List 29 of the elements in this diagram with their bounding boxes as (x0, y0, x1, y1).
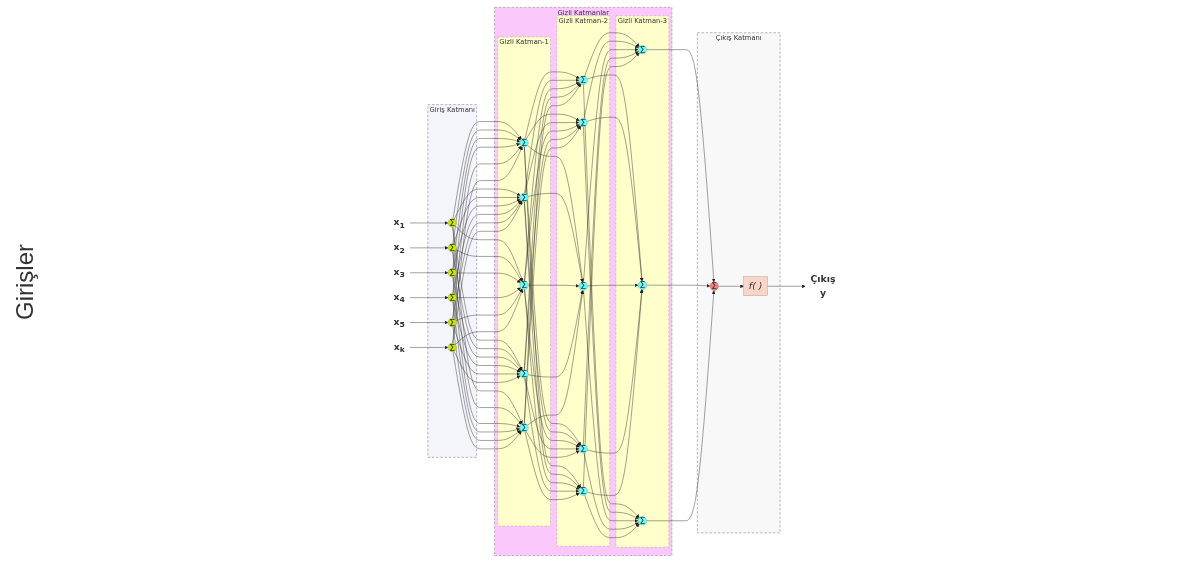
node-circle: Σ (519, 193, 529, 202)
node-circle: Σ (447, 218, 457, 228)
node-circle: Σ (578, 444, 588, 454)
node-text: x$_{1}$ (393, 216, 405, 230)
node-circle: Σ (519, 369, 529, 379)
node-circle: Σ (447, 268, 457, 278)
node-circle: Σ (637, 45, 647, 55)
node-circle: Σ (637, 516, 647, 526)
axis-label: Girişler (11, 243, 39, 320)
node-text: x$_{4}$ (393, 291, 405, 304)
node-text: x$_{2}$ (393, 241, 405, 255)
node-circle: Σ (447, 243, 457, 253)
node-text: x$_{k}$ (393, 341, 405, 354)
node-circle: Σ (519, 423, 529, 433)
node-circle: Σ (447, 293, 457, 303)
node-circle: Σ (709, 281, 719, 291)
node-circle: Σ (578, 486, 588, 496)
node-circle: Σ (447, 343, 457, 352)
node-circle: Σ (447, 318, 457, 327)
node-circle: Σ (519, 280, 529, 290)
node-text: x$_{5}$ (393, 316, 405, 329)
node-text: Çıkış y (810, 273, 836, 299)
node-circle: Σ (637, 280, 647, 290)
node-circle: Σ (578, 281, 588, 291)
node-circle: Σ (519, 138, 529, 148)
node-circle: Σ (578, 75, 588, 85)
node-text: x$_{3}$ (393, 266, 405, 280)
node-circle: Σ (578, 118, 588, 127)
node-box: f( ) (743, 276, 768, 296)
